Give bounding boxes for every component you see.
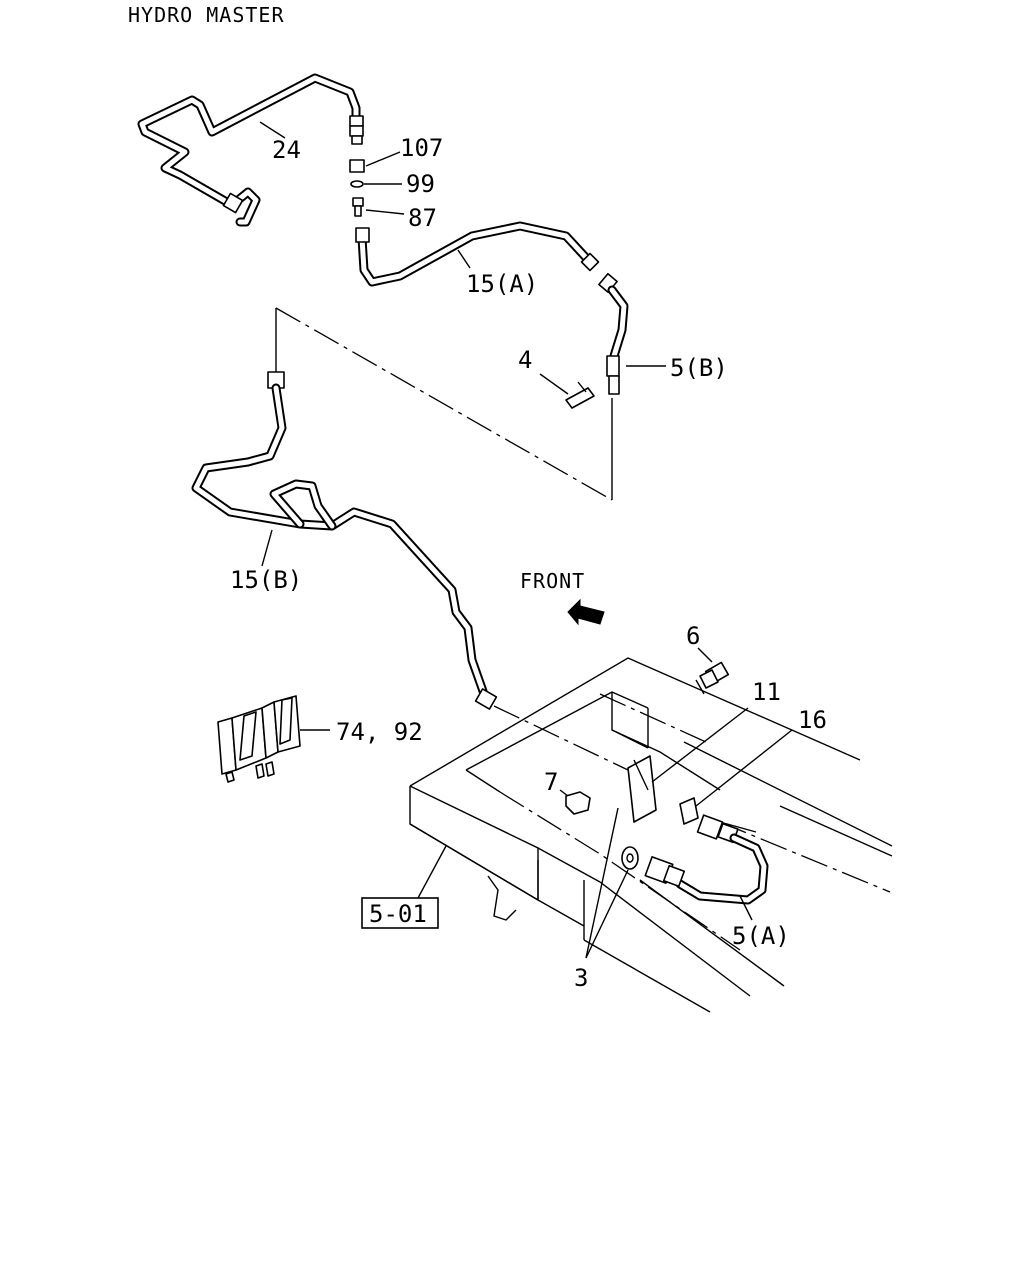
leader-15b <box>261 529 273 567</box>
callout-107: 107 <box>400 134 443 162</box>
ref-box-label: 5-01 <box>369 900 427 928</box>
leader-87 <box>365 209 405 215</box>
hose-5a <box>644 814 769 905</box>
callout-15b: 15(B) <box>230 566 302 594</box>
callout-7: 7 <box>544 768 558 796</box>
callout-11: 11 <box>752 678 781 706</box>
leader-11 <box>651 707 749 783</box>
bracket-11 <box>627 755 657 823</box>
washer-3 <box>621 846 639 870</box>
diagram-title: HYDRO MASTER <box>128 3 285 27</box>
leader-3-b <box>585 807 619 959</box>
leader-107 <box>365 151 401 167</box>
leader-16 <box>695 729 793 807</box>
callout-6: 6 <box>686 622 700 650</box>
hose-5b <box>598 272 629 395</box>
pipe-24 <box>137 73 364 227</box>
clip-74-92 <box>217 695 301 783</box>
leader-24 <box>259 121 286 139</box>
leader-15a <box>457 249 471 269</box>
nut-107 <box>349 159 365 173</box>
callout-3: 3 <box>574 964 588 992</box>
clip-16 <box>679 797 699 825</box>
callout-87: 87 <box>408 204 437 232</box>
connector-dash <box>275 307 613 501</box>
bolt-87 <box>352 197 364 217</box>
nut-7 <box>565 791 591 815</box>
pipe-15a <box>355 221 600 287</box>
callout-4: 4 <box>518 346 532 374</box>
washer-99 <box>350 180 364 188</box>
leader-7 <box>559 789 569 797</box>
leader-6 <box>697 647 713 663</box>
callout-99: 99 <box>406 170 435 198</box>
leader-ref-box <box>417 845 447 899</box>
bolt-6 <box>695 661 730 695</box>
clip-4 <box>565 381 595 409</box>
pipe-15b <box>191 371 498 710</box>
leader-5a <box>739 895 753 921</box>
callout-15a: 15(A) <box>466 270 538 298</box>
front-arrow-icon <box>567 598 605 626</box>
callout-16: 16 <box>798 706 827 734</box>
leader-4 <box>539 373 569 395</box>
callout-74-92: 74, 92 <box>336 718 423 746</box>
leader-3 <box>585 869 629 959</box>
ref-box: 5-01 <box>361 897 439 929</box>
callout-5a: 5(A) <box>732 922 790 950</box>
chassis-frame <box>409 657 893 1013</box>
callout-5b: 5(B) <box>670 354 728 382</box>
callout-24: 24 <box>272 136 301 164</box>
front-label: FRONT <box>520 569 585 593</box>
